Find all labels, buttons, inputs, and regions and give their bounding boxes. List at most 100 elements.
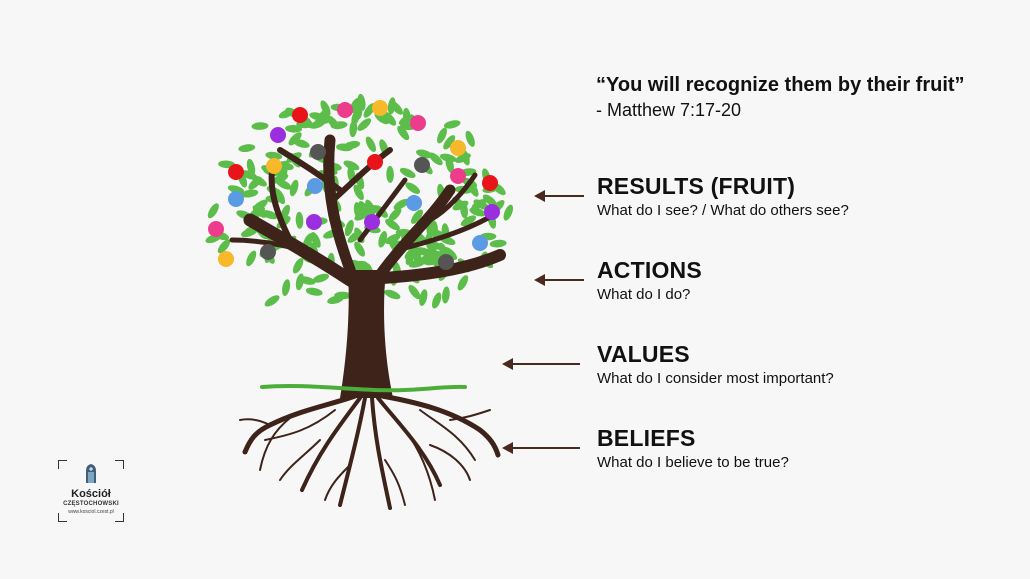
fruit — [364, 214, 380, 230]
leaf — [465, 130, 475, 147]
leaf — [282, 279, 291, 296]
level-title: VALUES — [597, 341, 690, 367]
leaf — [443, 135, 456, 150]
quote-reference: - Matthew 7:17-20 — [596, 100, 742, 120]
fruit — [482, 175, 498, 191]
leaf — [384, 289, 401, 300]
leaf — [437, 127, 447, 144]
leaf — [354, 241, 366, 257]
leaf — [419, 289, 428, 306]
leaf — [386, 165, 394, 183]
leaf — [383, 111, 397, 126]
leaf — [357, 93, 366, 111]
church-logo: Kościół CZĘSTOCHOWSKI www.kosciol.czest.… — [58, 460, 124, 522]
leaf — [207, 203, 219, 219]
leaf — [385, 218, 400, 231]
level-title: BELIEFS — [597, 425, 696, 451]
leaf — [264, 295, 280, 307]
logo-frame-corner — [58, 513, 67, 522]
fruit — [218, 251, 234, 267]
leaf — [397, 125, 410, 141]
level-beliefs: BELIEFS What do I believe to be true? — [597, 425, 789, 473]
fruit — [228, 164, 244, 180]
ground-line — [260, 383, 467, 393]
fruit — [228, 191, 244, 207]
arrow-actions — [534, 274, 584, 286]
quote-text: “You will recognize them by their fruit” — [596, 74, 965, 96]
leaf — [343, 160, 360, 171]
leaf — [457, 275, 469, 291]
tree-fruits — [208, 100, 500, 270]
level-actions: ACTIONS What do I do? — [597, 257, 702, 305]
leaf — [489, 239, 507, 248]
fruit — [410, 115, 426, 131]
tree-illustration — [205, 93, 514, 510]
leaf — [357, 118, 372, 131]
leaf — [443, 247, 458, 260]
fruit — [337, 102, 353, 118]
leaf — [289, 179, 299, 197]
leaf — [439, 153, 457, 163]
church-emblem-icon — [86, 464, 96, 483]
fruit — [270, 127, 286, 143]
fruit — [450, 140, 466, 156]
logo-frame-corner — [115, 460, 124, 469]
fruit — [372, 100, 388, 116]
leaf — [408, 284, 421, 300]
leaf — [351, 108, 361, 126]
fruit — [292, 107, 308, 123]
level-title: ACTIONS — [597, 257, 702, 283]
leaf — [265, 151, 283, 160]
fruit — [367, 154, 383, 170]
leaf — [353, 184, 364, 201]
leaf — [385, 233, 401, 245]
leaf — [460, 201, 469, 219]
leaf — [473, 199, 489, 210]
leaf — [411, 209, 423, 224]
leaf — [416, 149, 433, 159]
leaf — [305, 287, 323, 296]
level-question: What do I do? — [597, 286, 691, 303]
leaf — [402, 107, 411, 125]
leaf — [217, 239, 231, 254]
leaf — [442, 286, 450, 304]
level-question: What do I see? / What do others see? — [597, 202, 849, 219]
tree-roots — [239, 393, 501, 510]
bible-quote: “You will recognize them by their fruit”… — [596, 73, 965, 122]
fruit — [306, 214, 322, 230]
leaf — [330, 121, 348, 130]
leaf — [344, 219, 354, 237]
fruit — [450, 168, 466, 184]
leaf — [302, 233, 314, 249]
trunk-and-branches — [229, 134, 506, 398]
leaf — [246, 158, 256, 176]
logo-url: www.kosciol.czest.pl — [68, 509, 114, 515]
fruit — [307, 178, 323, 194]
arrow-results — [534, 190, 584, 202]
logo-subtitle: CZĘSTOCHOWSKI — [63, 501, 119, 507]
fruit — [484, 204, 500, 220]
leaf — [388, 207, 402, 222]
leaf — [393, 198, 409, 210]
level-question: What do I believe to be true? — [597, 454, 789, 471]
level-results: RESULTS (FRUIT) What do I see? / What do… — [597, 173, 849, 221]
leaf — [285, 124, 303, 133]
leaf — [288, 132, 302, 146]
leaf — [251, 122, 269, 130]
fruit — [310, 144, 326, 160]
leaf — [238, 144, 256, 153]
leaf — [405, 249, 416, 265]
leaf — [460, 215, 477, 227]
leaf — [317, 108, 331, 122]
leaf — [503, 204, 514, 221]
logo-name: Kościół — [71, 488, 111, 500]
logo-frame-corner — [58, 460, 67, 469]
arrow-values — [502, 358, 580, 370]
logo-frame-corner — [115, 513, 124, 522]
leaf — [246, 250, 257, 267]
leaf — [310, 232, 321, 248]
leaf — [365, 136, 377, 153]
leaf — [253, 199, 268, 212]
fruit — [414, 157, 430, 173]
fruit — [438, 254, 454, 270]
